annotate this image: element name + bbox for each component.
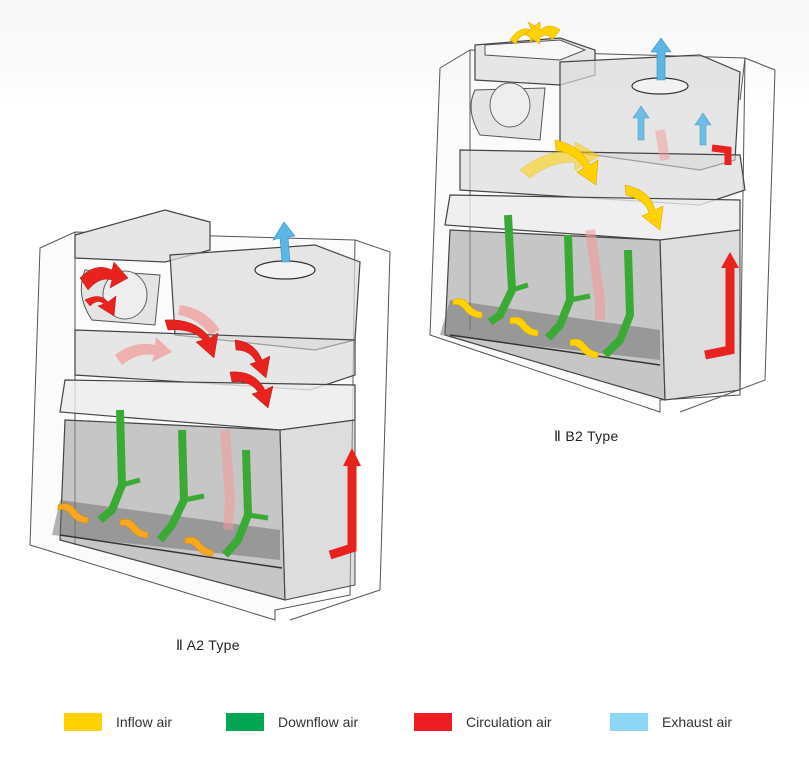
a2-exhaust-arrows xyxy=(272,221,296,263)
b2-exhaust-arrows xyxy=(632,37,712,146)
legend-item-downflow: Downflow air xyxy=(226,711,358,733)
a2-type-caption: Ⅱ A2 Type xyxy=(176,637,240,653)
legend-label-exhaust: Exhaust air xyxy=(662,714,733,730)
legend-swatch-downflow xyxy=(226,713,264,731)
a2-circulation-arrows xyxy=(79,261,361,560)
a2-downflow-arrows xyxy=(97,409,269,558)
legend-swatch-inflow xyxy=(64,713,102,731)
legend-item-exhaust: Exhaust air xyxy=(610,711,732,733)
b2-downflow-arrows xyxy=(487,214,634,358)
a2-cabinet xyxy=(29,209,391,621)
b2-type-caption: Ⅱ B2 Type xyxy=(554,428,619,444)
legend-swatch-circulation xyxy=(414,713,452,731)
b2-blower xyxy=(470,82,546,141)
legend-item-inflow: Inflow air xyxy=(64,711,172,733)
legend-label-circulation: Circulation air xyxy=(466,714,552,730)
b2-inflow-arrows xyxy=(452,21,664,359)
legend-label-downflow: Downflow air xyxy=(278,714,359,730)
legend-item-circulation: Circulation air xyxy=(414,711,552,733)
legend-swatch-exhaust xyxy=(610,713,648,731)
a2-top-filter-box xyxy=(74,209,211,263)
legend-label-inflow: Inflow air xyxy=(116,714,173,730)
b2-circulation-arrows xyxy=(585,129,739,360)
a2-inflow-arrows xyxy=(57,503,214,557)
a2-work-zone xyxy=(52,419,356,601)
b2-cabinet xyxy=(429,21,776,413)
